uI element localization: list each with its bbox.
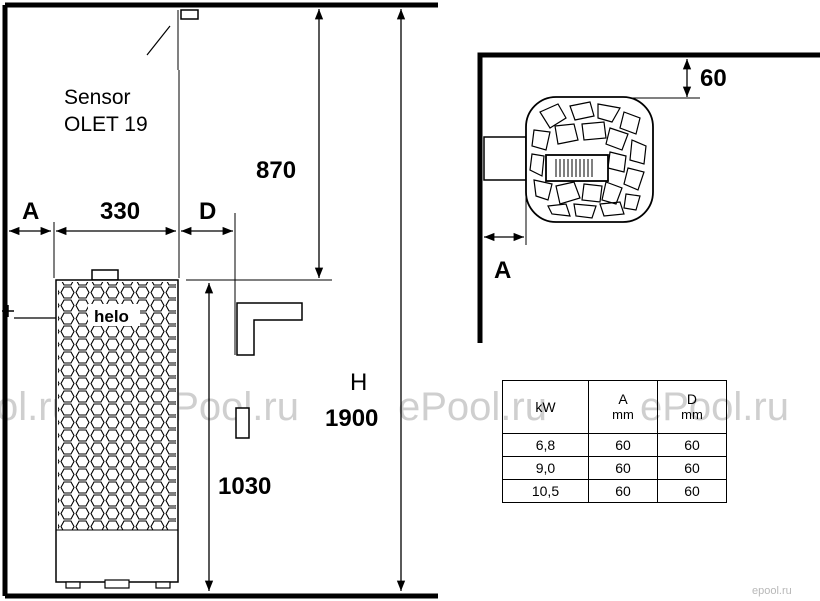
top-view: 60 A: [477, 52, 820, 343]
cell-a: 60: [587, 456, 658, 480]
cell-kw: 9,0: [502, 456, 589, 480]
cell-d: 60: [656, 456, 728, 480]
dim-label-330: 330: [100, 198, 140, 225]
sensor-label-line2: OLET 19: [64, 113, 148, 136]
sauna-stones: [529, 101, 647, 219]
dim-label-60: 60: [700, 65, 727, 92]
cell-kw: 10,5: [502, 479, 589, 503]
dim-label-1900: 1900: [325, 405, 378, 432]
heater-body: helo: [2, 269, 179, 589]
table-row: 10,5 60 60: [502, 479, 728, 503]
heater-foot: [155, 581, 171, 589]
dim-label-1030: 1030: [218, 473, 271, 500]
heater-logo-plate: [88, 304, 140, 326]
cell-a: 60: [587, 433, 658, 457]
cell-d: 60: [656, 433, 728, 457]
corner-walls: [477, 52, 820, 343]
watermark-corner: epool.ru: [752, 585, 792, 597]
heater-foot: [65, 581, 81, 589]
control-unit: [483, 136, 527, 181]
heater-control-panel: [545, 154, 609, 182]
cell-a: 60: [587, 479, 658, 503]
dim-label-a-top: A: [494, 257, 511, 284]
sensor-leader: [146, 25, 171, 56]
heater-top-vent: [91, 269, 119, 281]
heater-foot: [104, 579, 130, 589]
cell-d: 60: [656, 479, 728, 503]
heater-brand-logo: helo: [94, 307, 129, 326]
sensor-label-line1: Sensor: [64, 86, 131, 109]
dim-label-h: H: [350, 369, 367, 396]
table-row: 6,8 60 60: [502, 433, 728, 457]
wall-mounting-bracket: [236, 302, 303, 356]
table-row: 9,0 60 60: [502, 456, 728, 480]
wall-mounting-clip: [235, 407, 250, 439]
control-panel-slots: [555, 159, 593, 177]
dim-label-870: 870: [256, 157, 296, 184]
cell-kw: 6,8: [502, 433, 589, 457]
side-view: Sensor OLET 19 A 330 D 870 H 1900 1030 h…: [2, 2, 438, 599]
dim-label-d: D: [199, 198, 216, 225]
header-kw: kW: [502, 380, 589, 434]
sensor-box: [180, 9, 199, 20]
dim-label-a: A: [22, 198, 39, 225]
